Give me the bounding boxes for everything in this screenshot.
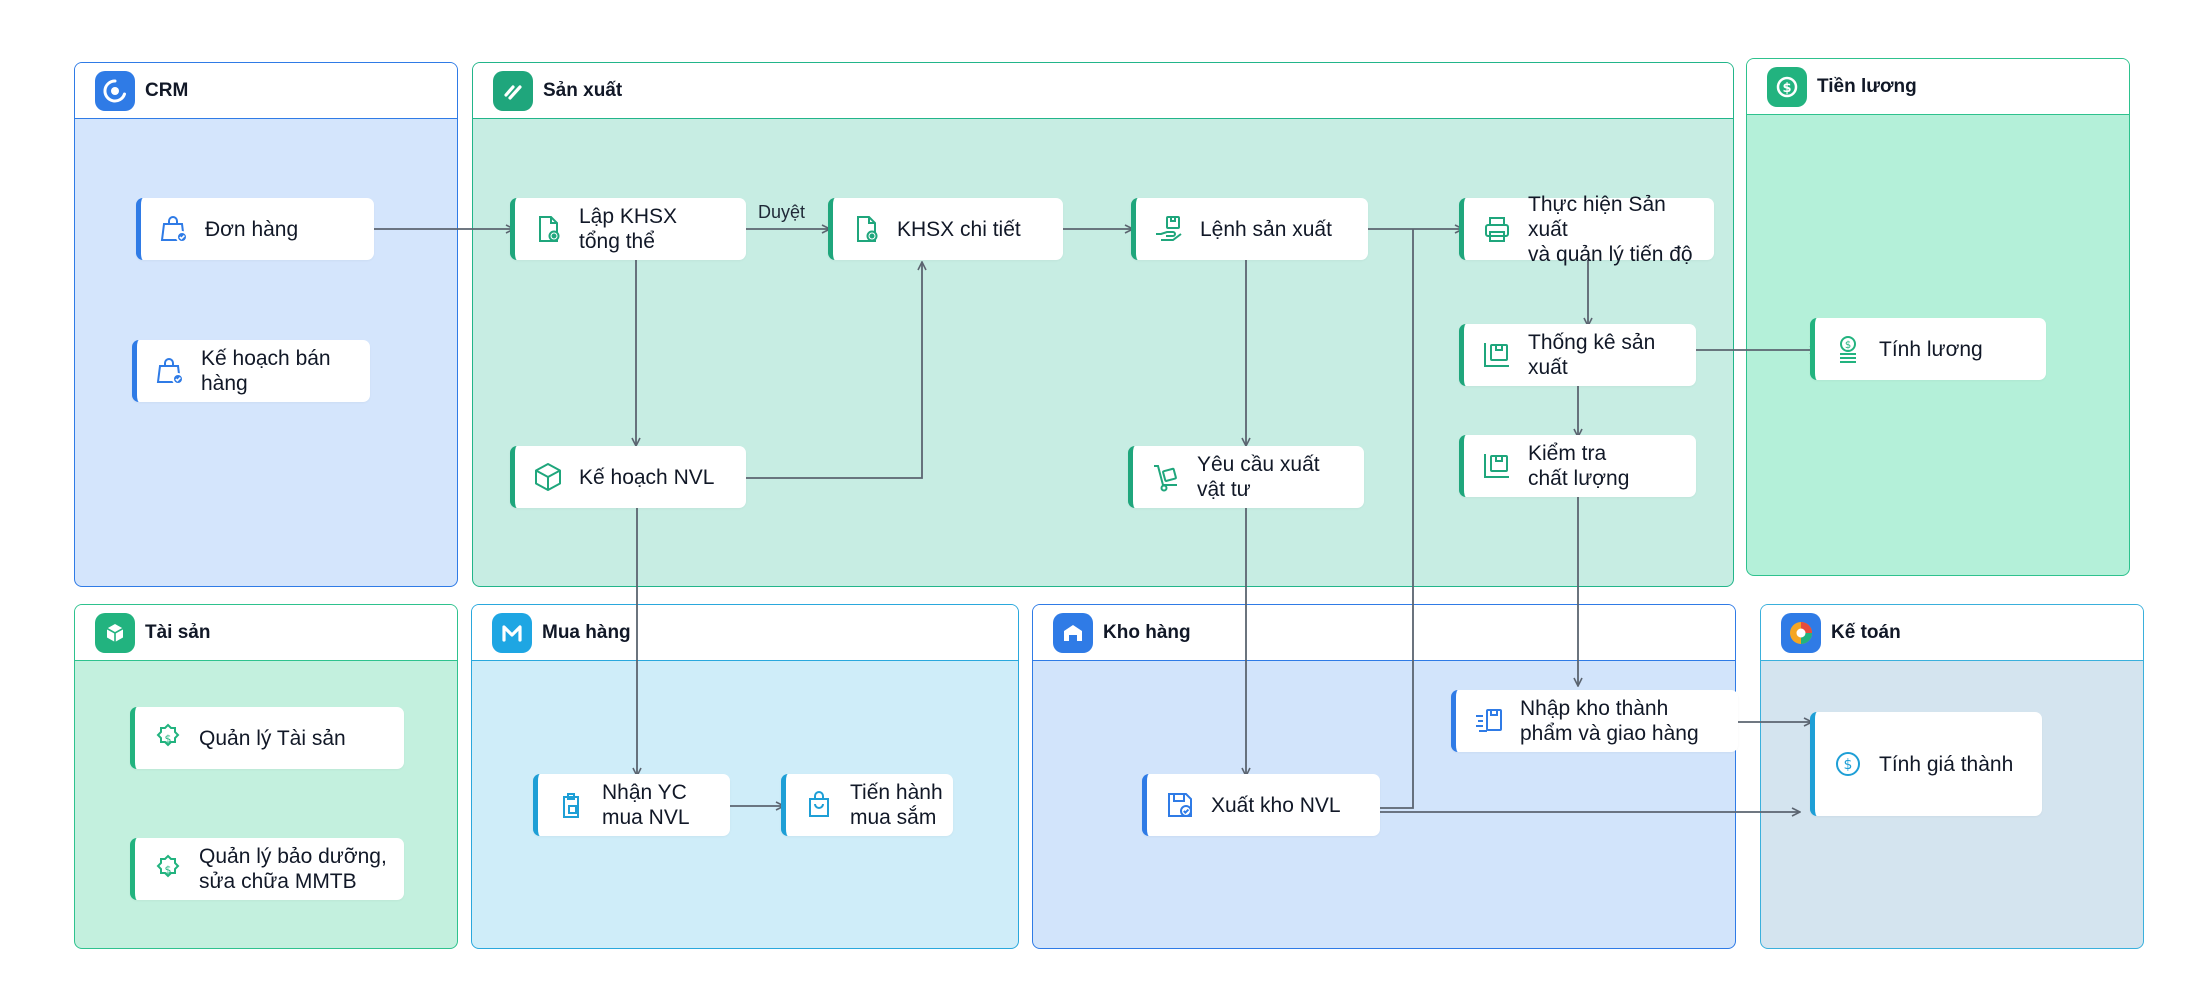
crm-panel: CRM [74, 62, 458, 587]
kho-hang-panel-header: Kho hàng [1033, 605, 1735, 661]
svg-text:$: $ [1782, 81, 1791, 96]
node-nhan-yc-label: Nhận YC mua NVL [602, 781, 690, 829]
save-check-icon [1163, 788, 1197, 822]
node-tinh-gia-thanh-label: Tính giá thành [1879, 752, 2014, 776]
node-ke-hoach-ban-hang[interactable]: Kế hoạch bán hàng [132, 340, 370, 402]
node-yeu-cau-xuat-label: Yêu cầu xuất vật tư [1197, 453, 1320, 501]
svg-text:$: $ [165, 864, 172, 877]
node-tinh-gia-thanh[interactable]: $ Tính giá thành [1810, 712, 2042, 816]
node-tinh-luong-label: Tính lương [1879, 337, 1983, 361]
node-lenh-san-xuat-label: Lệnh sản xuất [1200, 217, 1332, 241]
salary-logo-icon: $ [1767, 66, 1807, 107]
node-ql-tai-san[interactable]: $ Quản lý Tài sản [130, 707, 404, 769]
gear-dollar-icon: $ [151, 721, 185, 755]
node-thuc-hien-sx[interactable]: Thực hiện Sản xuất và quản lý tiến độ [1459, 193, 1714, 266]
mua-hang-panel-header: Mua hàng [472, 605, 1018, 661]
tai-san-panel-header: Tài sản [75, 605, 457, 661]
coin-stack-icon: $ [1831, 332, 1865, 366]
mua-hang-panel-title: Mua hàng [542, 621, 631, 643]
node-ke-hoach-nvl[interactable]: Kế hoạch NVL [510, 446, 746, 508]
crm-panel-title: CRM [145, 79, 189, 101]
node-ql-tai-san-label: Quản lý Tài sản [199, 726, 346, 750]
node-nhap-kho[interactable]: Nhập kho thành phẩm và giao hàng [1451, 690, 1738, 752]
package-stand-icon [1480, 449, 1514, 483]
node-xuat-kho[interactable]: Xuất kho NVL [1142, 774, 1380, 836]
tien-luong-panel-header: $ Tiền lương [1747, 59, 2129, 115]
ke-toan-panel-title: Kế toán [1831, 621, 1901, 643]
accounting-logo-icon [1781, 612, 1821, 653]
tien-luong-panel-title: Tiền lương [1817, 75, 1917, 97]
tien-luong-panel: $ Tiền lương [1746, 58, 2130, 576]
node-thong-ke-sx[interactable]: Thống kê sản xuất [1459, 324, 1696, 386]
shopping-bag-check-icon [153, 354, 187, 388]
clipboard-icon [554, 788, 588, 822]
hand-box-icon [1152, 212, 1186, 246]
node-ke-hoach-ban-hang-label: Kế hoạch bán hàng [201, 347, 331, 395]
node-kiem-tra-cl-label: Kiểm tra chất lượng [1528, 442, 1630, 490]
dollar-circle-icon: $ [1831, 747, 1865, 781]
node-ke-hoach-nvl-label: Kế hoạch NVL [579, 465, 715, 489]
duyet-edge-label: Duyệt [758, 202, 806, 222]
node-lap-khsx-label: Lập KHSX tổng thể [579, 205, 678, 253]
kho-hang-panel-title: Kho hàng [1103, 621, 1191, 643]
san-xuat-panel-title: Sản xuất [543, 79, 623, 101]
node-kiem-tra-cl[interactable]: Kiểm tra chất lượng [1459, 435, 1696, 497]
crm-panel-header: CRM [75, 63, 457, 119]
tai-san-panel-title: Tài sản [145, 621, 211, 643]
node-yeu-cau-xuat[interactable]: Yêu cầu xuất vật tư [1128, 446, 1364, 508]
node-lap-khsx[interactable]: Lập KHSX tổng thể [510, 198, 746, 260]
node-khsx-chi-tiet-label: KHSX chi tiết [897, 217, 1021, 241]
node-tien-hanh-label: Tiến hành mua sắm [850, 781, 943, 829]
node-nhan-yc[interactable]: Nhận YC mua NVL [533, 774, 730, 836]
node-thong-ke-sx-label: Thống kê sản xuất [1528, 331, 1656, 379]
node-ql-bao-duong[interactable]: $ Quản lý bảo dưỡng, sửa chữa MMTB [130, 838, 404, 900]
asset-logo-icon [95, 612, 135, 653]
san-xuat-panel-header: Sản xuất [473, 63, 1733, 119]
node-xuat-kho-label: Xuất kho NVL [1211, 793, 1341, 817]
svg-text:$: $ [165, 733, 172, 746]
node-khsx-chi-tiet[interactable]: KHSX chi tiết [828, 198, 1063, 260]
gear-dollar-icon: $ [151, 852, 185, 886]
ke-toan-panel-header: Kế toán [1761, 605, 2143, 661]
node-lenh-san-xuat[interactable]: Lệnh sản xuất [1131, 198, 1368, 260]
svg-text:$: $ [1845, 340, 1851, 351]
package-stand-icon [1480, 338, 1514, 372]
printer-icon [1480, 212, 1514, 246]
document-gear-icon [531, 212, 565, 246]
document-gear-icon [849, 212, 883, 246]
node-don-hang-label: Đơn hàng [205, 217, 299, 241]
purchase-logo-icon [492, 612, 532, 653]
node-tien-hanh[interactable]: Tiến hành mua sắm [781, 774, 953, 836]
production-logo-icon [493, 70, 533, 111]
hand-truck-icon [1149, 460, 1183, 494]
cube-icon [531, 460, 565, 494]
node-thuc-hien-sx-label: Thực hiện Sản xuất và quản lý tiến độ [1528, 192, 1693, 266]
node-ql-bao-duong-label: Quản lý bảo dưỡng, sửa chữa MMTB [199, 845, 387, 893]
shopping-bag-check-icon [157, 212, 191, 246]
node-don-hang[interactable]: Đơn hàng [136, 198, 374, 260]
fast-delivery-box-icon [1472, 704, 1506, 738]
kho-hang-panel: Kho hàng [1032, 604, 1736, 949]
svg-text:$: $ [1844, 757, 1853, 773]
shopping-bag-icon [802, 788, 836, 822]
crm-logo-icon [95, 70, 135, 111]
node-tinh-luong[interactable]: $ Tính lương [1810, 318, 2046, 380]
warehouse-logo-icon [1053, 612, 1093, 653]
node-nhap-kho-label: Nhập kho thành phẩm và giao hàng [1520, 697, 1699, 745]
